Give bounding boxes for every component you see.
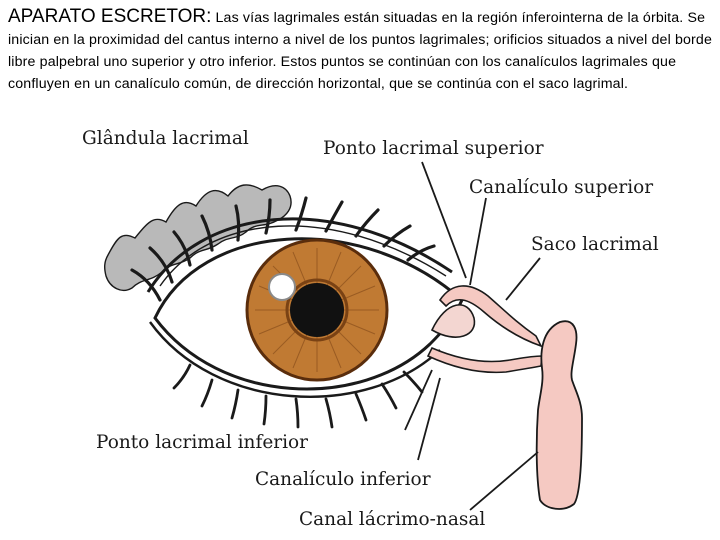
- label-lacrimal-gland: Glândula lacrimal: [82, 128, 249, 149]
- inferior-canaliculus: [426, 346, 543, 374]
- section-heading: APARATO ESCRETOR:: [8, 6, 212, 27]
- intro-paragraph: APARATO ESCRETOR: Las vías lagrimales es…: [8, 6, 712, 95]
- intro-body: Las vías lagrimales están situadas en la…: [8, 10, 713, 92]
- label-inferior-canaliculus: Canalículo inferior: [255, 469, 431, 490]
- lower-eyelashes: [172, 363, 424, 429]
- label-inferior-punctum: Ponto lacrimal inferior: [96, 432, 308, 453]
- leader-lines: [404, 161, 541, 511]
- superior-canaliculus: [438, 285, 543, 348]
- lacrimal-sac: [535, 320, 583, 510]
- label-superior-canaliculus: Canalículo superior: [469, 177, 653, 198]
- upper-lid-fold: [146, 217, 453, 293]
- label-lacrimal-sac: Saco lacrimal: [531, 234, 659, 255]
- pupil: [290, 283, 344, 337]
- light-reflection: [268, 273, 296, 301]
- lacrimal-caruncle: [430, 304, 476, 338]
- label-superior-punctum: Ponto lacrimal superior: [323, 138, 544, 159]
- label-nasolacrimal-duct: Canal lácrimo-nasal: [299, 509, 485, 530]
